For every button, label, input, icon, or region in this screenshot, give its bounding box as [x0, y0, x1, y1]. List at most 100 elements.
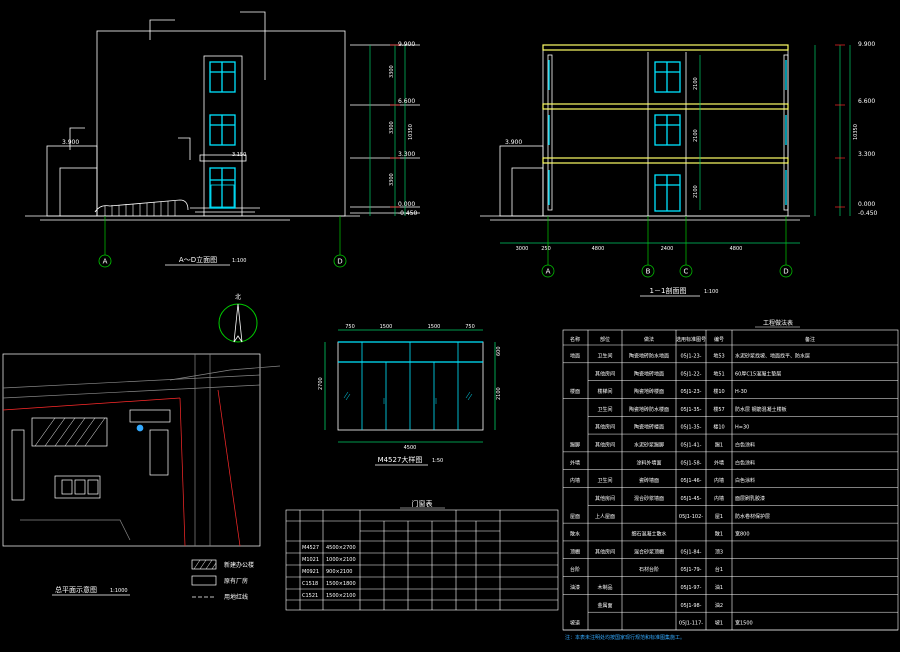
finish-header-code: 编号	[714, 336, 724, 343]
finish-cell: 散1	[715, 531, 723, 538]
finish-cell: 地面	[570, 352, 580, 359]
elevation-dim-3: 3300	[389, 173, 395, 186]
finish-cell: 坡1	[715, 620, 723, 627]
finish-cell: 混合砂浆顶棚	[634, 548, 664, 555]
finish-cell: 瓷砖墙面	[639, 477, 659, 484]
finish-cell: 05J1-79-	[681, 567, 702, 573]
section-level-3: 3.300	[858, 151, 875, 158]
finish-cell: 陶瓷地砖楼面	[634, 388, 664, 395]
elevation-scale: 1:100	[232, 258, 246, 264]
door-table-code-1: M4527	[302, 545, 319, 551]
door-window-table-labels: 门窗表 M4527 M1021 M0921 C1518 C1521 4500×2…	[302, 499, 445, 599]
finish-cell: 踢1	[715, 443, 723, 449]
section-axis-b: B	[646, 268, 651, 276]
finish-cell: 油2	[715, 602, 723, 609]
finish-cell: 05J1-23-	[681, 353, 702, 359]
elevation-level-5: -0.450	[398, 210, 418, 217]
finish-cell: 05J1-46-	[681, 478, 702, 484]
finish-cell: 台阶	[570, 566, 580, 573]
finish-cell: 05J1-58-	[681, 460, 702, 466]
finish-cell: 陶瓷地砖地面	[634, 370, 664, 377]
finish-cell: 楼面	[570, 388, 580, 395]
site-legend: 新建办公楼 原有厂房 用地红线	[191, 559, 254, 601]
finish-cell: H=30	[735, 425, 749, 431]
finish-cell: 其他房间	[595, 424, 615, 431]
finish-cell: 坡道	[570, 620, 580, 627]
finish-cell: 防水层 钢筋混凝土楼板	[735, 406, 787, 413]
section-axis-c: C	[684, 268, 689, 276]
door-table-title: 门窗表	[412, 499, 433, 508]
section-level-5: -0.450	[858, 210, 878, 217]
door-top-dim-3: 1500	[428, 324, 441, 330]
section-dim-4: 2400	[661, 246, 674, 252]
finish-cell: 屋1	[715, 514, 723, 520]
section-title: 1－1剖面图	[650, 286, 687, 295]
finish-cell: 卫生间	[597, 477, 612, 484]
finish-cell: 卫生间	[597, 406, 612, 413]
door-title: M4527大样图	[378, 455, 423, 464]
door-table-code-2: M1021	[302, 557, 319, 563]
finish-cell: 顶棚	[570, 548, 580, 555]
finish-cell: 水泥砂浆找坡、地面找平、防水层	[735, 352, 810, 359]
finish-cell: 05J1-117-	[679, 621, 703, 627]
finish-cell: 涂料外墙面	[636, 459, 661, 466]
door-table-code-3: M0921	[302, 569, 319, 575]
section-dim-3: 4800	[592, 246, 605, 252]
finish-cell: 地53	[713, 352, 724, 359]
finish-cell: 05J1-97-	[681, 585, 702, 591]
finish-header-std: 选用标准图号	[676, 336, 706, 343]
north-compass: 北	[218, 293, 258, 343]
section-level-1: 9.900	[858, 41, 875, 48]
door-window-table	[285, 509, 559, 611]
finish-cell: 油漆	[570, 584, 580, 591]
section-scale: 1:100	[704, 289, 718, 295]
elevation-left-level: 3.900	[62, 139, 79, 146]
finish-cell: 其他房间	[595, 495, 615, 502]
section-drawing	[480, 44, 810, 221]
door-table-size-5: 1500×2100	[326, 593, 356, 599]
finish-table-labels: 工程做法表 名称 部位 做法 选用标准图号 编号 备注 注：本表未注明处均按国家…	[565, 319, 815, 641]
finish-cell: 上人屋面	[595, 513, 615, 520]
finish-cell: 白色涂料	[735, 442, 755, 449]
finish-header-name: 名称	[570, 336, 580, 343]
finish-cell: 宽800	[735, 531, 750, 538]
finish-cell: 楼10	[713, 424, 724, 431]
finish-cell: 石材台阶	[639, 566, 659, 573]
finish-cell: 油1	[715, 584, 723, 591]
door-table-size-4: 1500×1800	[326, 581, 356, 587]
finish-cell: 05J1-22-	[681, 371, 702, 377]
finish-cell: 防水卷材保护层	[735, 513, 770, 520]
site-new-building	[31, 417, 108, 447]
elevation-title: A～D立面图	[179, 255, 217, 264]
finish-cell: 踢脚	[570, 442, 580, 449]
finish-cell: 其他房间	[595, 370, 615, 377]
section-left-level: 3.900	[505, 139, 522, 146]
finish-cell: 白色涂料	[735, 477, 755, 484]
elevation-dim-1: 3300	[389, 65, 395, 78]
finish-table-note: 注：本表未注明处均按国家现行规范和标准图集施工。	[565, 634, 685, 641]
finish-cell: 05J1-84-	[681, 549, 702, 555]
elevation-axis-label-right: D	[337, 258, 342, 266]
finish-cell: 混合砂浆墙面	[634, 495, 664, 502]
door-top-dim-4: 750	[465, 324, 475, 330]
door-right-dim-1: 600	[496, 346, 502, 356]
elevation-ramp-railing	[94, 199, 189, 213]
door-table-size-1: 4500×2700	[326, 545, 356, 551]
finish-cell: 60厚C15混凝土垫层	[735, 370, 781, 377]
section-dimensions	[500, 44, 851, 244]
finish-cell: 陶瓷地砖楼面	[634, 424, 664, 431]
section-total-dim: 10350	[853, 124, 859, 140]
finish-cell: 外墙	[570, 459, 580, 466]
finish-cell: 顶3	[715, 549, 723, 555]
north-arrow-icon	[233, 303, 243, 343]
section-window-dim-3: 2100	[693, 185, 699, 198]
finish-table-grid	[562, 329, 899, 631]
finish-cell: 内墙	[714, 495, 724, 502]
door-table-code-5: C1521	[302, 593, 318, 599]
finish-cell: H-30	[735, 389, 747, 395]
elevation-drawing	[25, 11, 420, 221]
finish-cell: 台1	[715, 566, 723, 573]
finish-cell: 细石混凝土散水	[631, 531, 666, 538]
finish-cell: 05J1-98-	[681, 603, 702, 609]
finish-cell: 05J1-45-	[681, 496, 702, 502]
